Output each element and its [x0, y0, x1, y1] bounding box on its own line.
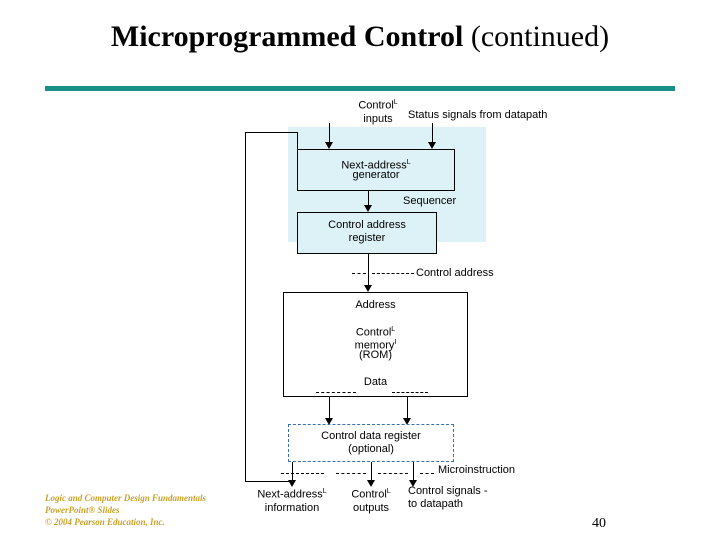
control-signals-arrow	[409, 480, 417, 487]
control-memory-data-label: Data	[363, 376, 388, 388]
control-data-register-line2: (optional)	[348, 443, 394, 455]
microinstruction-label: Microinstruction	[438, 464, 516, 476]
control-data-register-line1: Control data register	[321, 430, 421, 442]
control-data-register-box: Control data register (optional)	[288, 424, 454, 462]
control-outputs-marker: L	[386, 488, 391, 495]
control-memory-line3: (ROM)	[359, 349, 392, 361]
footer-line-3: © 2004 Pearson Education, Inc.	[45, 517, 165, 527]
page-title-main: Microprogrammed Control	[110, 20, 464, 53]
next-address-generator-line1: Next-address	[341, 159, 407, 172]
control-inputs-marker: L	[393, 99, 398, 106]
control-memory-address-label: Address	[355, 299, 396, 311]
next-address-generator-marker: L	[406, 159, 411, 166]
microprogrammed-control-diagram: ControlL inputs Status signals from data…	[0, 92, 720, 522]
control-address-register-line1: Control address	[328, 219, 406, 231]
control-inputs-label: ControlL inputs	[358, 99, 398, 125]
microinstruction-dash-2	[336, 473, 366, 474]
slide-footer: Logic and Computer Design Fundamentals P…	[45, 492, 206, 528]
status-signals-label: Status signals from datapath	[408, 109, 548, 121]
memory-to-cdr-arrow-left	[325, 418, 333, 425]
page-title: Microprogrammed Control (continued)	[0, 20, 720, 54]
control-outputs-label: ControlL outputs	[351, 488, 391, 514]
next-address-generator-box: Next-addressL generator	[297, 149, 455, 191]
next-address-info-marker: L	[322, 488, 327, 495]
page-number: 40	[592, 516, 606, 531]
control-outputs-arrow	[367, 480, 375, 487]
control-signals-wire	[413, 462, 414, 482]
data-bus-dash-right	[392, 392, 428, 393]
generator-to-car-wire	[368, 191, 369, 207]
data-bus-dash-left	[316, 392, 356, 393]
memory-to-cdr-wire-right	[407, 397, 408, 421]
feedback-into-generator-wire	[297, 132, 298, 150]
page-title-suffix: (continued)	[470, 20, 610, 53]
car-to-memory-wire	[368, 254, 369, 288]
feedback-top-wire	[245, 132, 298, 133]
control-address-register-box: Control address register	[297, 212, 437, 254]
next-address-output-wire	[292, 462, 293, 482]
control-memory-marker2: I	[394, 339, 397, 346]
next-address-output-arrow	[288, 480, 296, 487]
control-address-dash-right	[372, 273, 414, 274]
next-address-information-label: Next-addressL information	[257, 488, 327, 514]
control-address-label: Control address	[416, 267, 494, 279]
control-memory-line2: memory	[354, 339, 395, 352]
feedback-bottom-wire	[245, 481, 293, 482]
memory-to-cdr-wire-left	[329, 397, 330, 421]
car-to-memory-arrowhead	[364, 285, 372, 292]
microinstruction-dash-4	[420, 473, 434, 474]
control-signals-label: Control signals - to datapath	[408, 485, 488, 510]
control-inputs-arrowhead	[325, 142, 333, 149]
control-address-register-line2: register	[348, 232, 386, 244]
feedback-left-wire	[245, 132, 246, 482]
next-address-generator-line2: generator	[352, 169, 400, 181]
microinstruction-dash-3	[378, 473, 408, 474]
control-memory-box: Address ControlL memoryI (ROM) Data	[283, 292, 468, 397]
sequencer-label: Sequencer	[403, 195, 457, 207]
control-inputs-wire	[329, 123, 330, 143]
memory-to-cdr-arrow-right	[403, 418, 411, 425]
footer-line-1: Logic and Computer Design Fundamentals	[45, 493, 207, 503]
status-signals-wire	[432, 123, 433, 143]
control-outputs-wire	[371, 462, 372, 482]
control-signals-dash: -	[480, 485, 488, 497]
control-memory-marker: L	[391, 326, 396, 333]
microinstruction-dash-1	[281, 473, 324, 474]
status-signals-arrowhead	[428, 142, 436, 149]
footer-line-2: PowerPoint® Slides	[45, 505, 120, 515]
control-address-dash-left	[352, 273, 366, 274]
title-divider	[45, 86, 675, 91]
generator-to-car-arrowhead	[364, 205, 372, 212]
control-memory-line1: Control	[355, 326, 392, 339]
